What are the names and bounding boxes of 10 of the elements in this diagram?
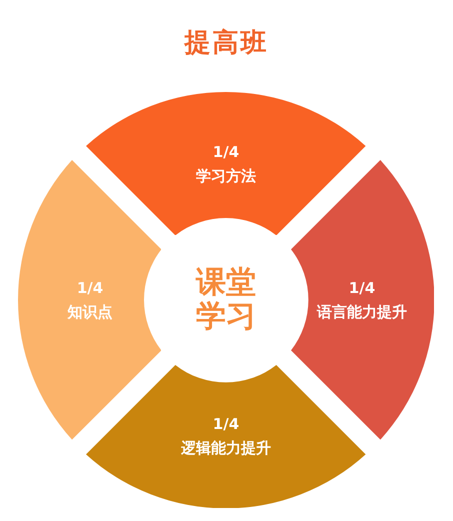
fraction-label: 1/4 — [212, 142, 240, 163]
segment-label: 语言能力提升 — [316, 302, 407, 323]
title: 提高班 — [184, 27, 268, 60]
center-label: 课堂学习 — [194, 266, 257, 334]
fraction-label: 1/4 — [76, 278, 104, 299]
fraction-label: 1/4 — [212, 414, 240, 435]
fraction-label: 1/4 — [348, 278, 376, 299]
segment-label: 逻辑能力提升 — [180, 438, 271, 459]
segment-label: 学习方法 — [196, 166, 256, 187]
segment-label: 知识点 — [68, 302, 112, 323]
